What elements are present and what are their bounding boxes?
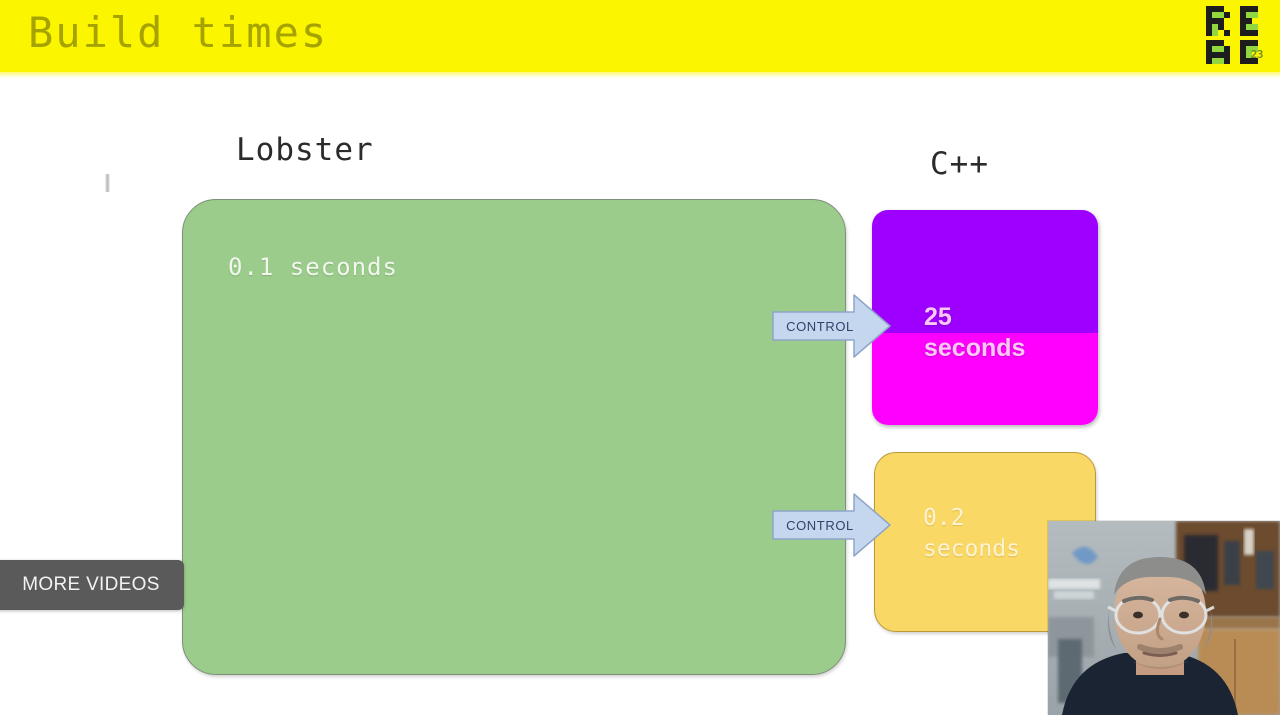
presenter-webcam-overlay[interactable] <box>1048 521 1280 715</box>
control-arrow-lower: CONTROL <box>772 492 892 558</box>
caption-lobster: Lobster <box>236 132 374 168</box>
cursor-artifact <box>105 174 110 192</box>
title-banner: Build times <box>0 0 1280 78</box>
cpp-run-time-value: 0.2 seconds <box>923 505 1020 562</box>
more-videos-label: MORE VIDEOS <box>22 574 160 595</box>
cpp-build-time-value: 25 seconds <box>924 303 1026 362</box>
control-arrow-upper: CONTROL <box>772 293 892 359</box>
slide-title: Build times <box>28 8 329 57</box>
logo-year-label: 23 <box>1250 48 1264 61</box>
more-videos-button[interactable]: MORE VIDEOS <box>0 560 184 610</box>
conference-logo: 23 <box>1200 2 1270 68</box>
box-lobster: 0.1 seconds <box>182 199 846 675</box>
caption-cpp: C++ <box>930 146 989 182</box>
box-cpp-build-time: 25 seconds <box>872 210 1098 425</box>
lobster-build-time-value: 0.1 seconds <box>228 253 398 281</box>
